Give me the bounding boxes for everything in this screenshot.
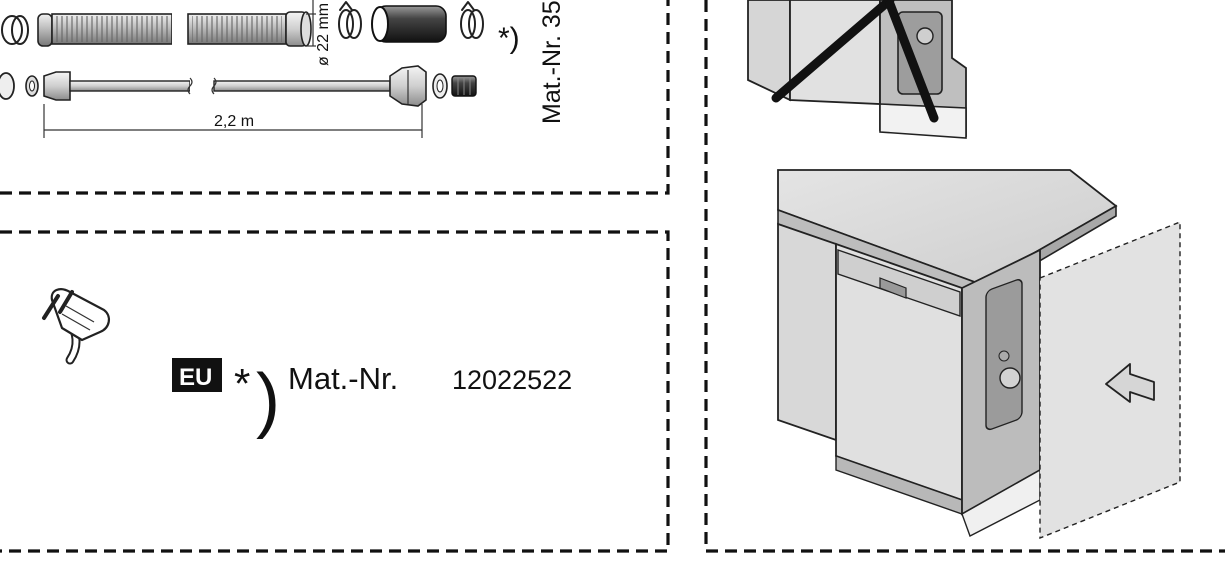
hose-clamp-icon xyxy=(338,1,362,39)
dishwasher-icon xyxy=(747,0,967,139)
hoses-section: ø 22 mm *) Mat.-Nr. 350 xyxy=(0,0,670,195)
dishwasher-panel-border xyxy=(704,0,1225,553)
power-mat-nr-label: Mat.-Nr. xyxy=(288,361,398,396)
insert-arrow-icon xyxy=(1105,363,1155,403)
hoses-footnote-mark: *) xyxy=(498,22,520,55)
power-footnote-paren: ) xyxy=(256,360,280,440)
hose-length-label: 2,2 m xyxy=(214,113,254,130)
hose-clamp-icon xyxy=(460,1,484,39)
power-section: EU * ) Mat.-Nr. 12022522 xyxy=(0,230,670,553)
drain-hose-icon: ø 22 mm xyxy=(1,0,332,66)
power-footnote-asterisk: * xyxy=(234,360,250,407)
dishwasher-section xyxy=(704,0,1225,553)
sleeve-icon xyxy=(371,5,447,43)
dishwasher-icon xyxy=(777,169,1181,540)
inlet-hose-icon xyxy=(0,65,477,107)
power-panel-border xyxy=(0,230,670,553)
power-plug-icon xyxy=(0,288,110,465)
hoses-panel-border xyxy=(0,0,670,195)
eu-badge xyxy=(172,358,222,392)
length-dimension: 2,2 m xyxy=(43,104,423,138)
eu-badge-label: EU xyxy=(179,364,212,391)
hose-diameter-label: ø 22 mm xyxy=(315,3,332,66)
hoses-mat-nr-label: Mat.-Nr. 350 xyxy=(538,0,566,124)
hose-clamp-icon xyxy=(1,15,29,45)
power-mat-nr-value: 12022522 xyxy=(452,365,572,395)
